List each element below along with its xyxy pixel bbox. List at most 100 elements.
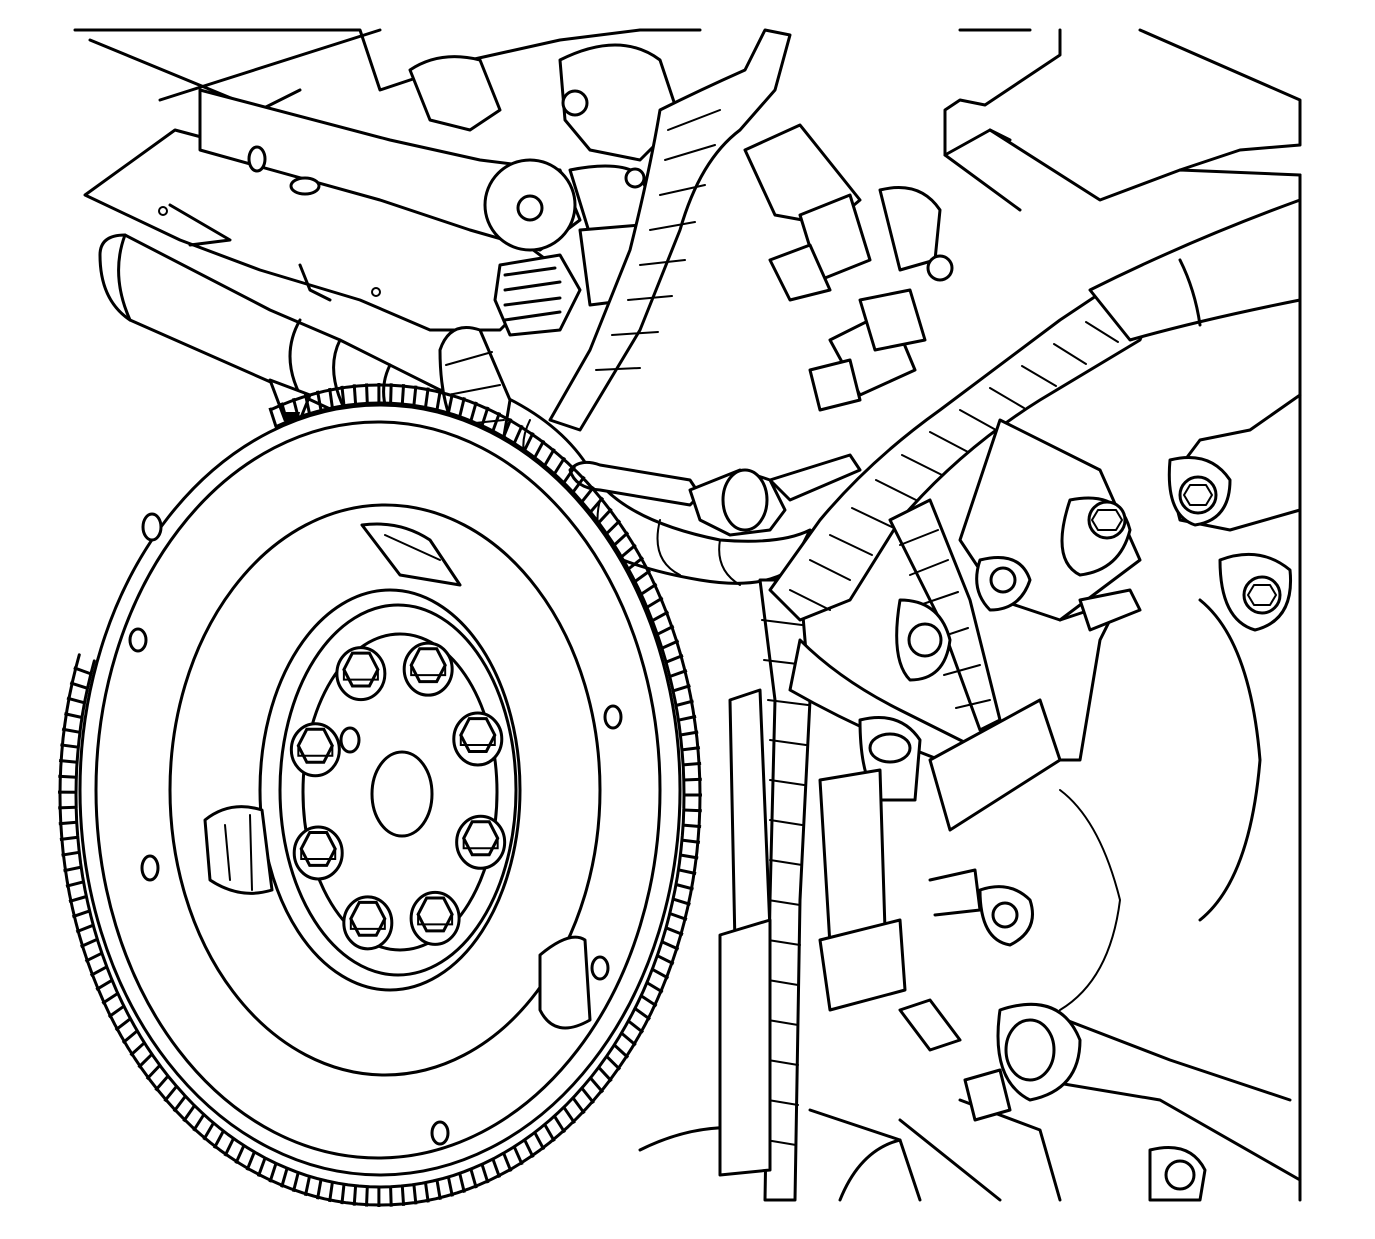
ring-gear-tooth <box>562 465 576 484</box>
ring-gear-tooth <box>59 835 78 841</box>
ring-gear-tooth <box>66 696 85 705</box>
ring-gear-tooth <box>65 880 84 888</box>
ring-gear-tooth <box>502 418 513 438</box>
ring-gear-tooth <box>84 951 103 963</box>
ring-gear-tooth <box>605 1055 622 1071</box>
ring-gear-tooth <box>75 923 94 934</box>
ring-gear-tooth <box>523 1139 535 1159</box>
ring-gear-tooth <box>681 838 701 844</box>
ring-gear-tooth <box>58 774 77 779</box>
ring-gear-tooth <box>620 543 637 559</box>
ring-gear-tooth <box>245 1151 256 1171</box>
ring-gear-tooth <box>400 384 406 405</box>
ring-gear-tooth <box>646 981 664 994</box>
ring-gear-tooth <box>145 1064 161 1081</box>
ring-gear-tooth <box>678 714 697 722</box>
ring-gear-tooth <box>69 681 88 690</box>
ring-gear-tooth <box>680 730 699 737</box>
ring-gear-tooth <box>73 666 92 676</box>
ring-gear-tooth <box>256 1157 267 1178</box>
flywheel-bolt <box>409 890 461 946</box>
ring-gear-tooth <box>562 1106 576 1125</box>
ring-gear-tooth <box>446 393 454 414</box>
ring-gear <box>57 383 702 1207</box>
ring-gear-tooth <box>682 761 702 767</box>
ring-gear-tooth <box>435 390 442 411</box>
ring-gear-tooth <box>58 759 78 764</box>
flywheel-bolt <box>342 895 394 951</box>
ring-gear-tooth <box>646 596 664 609</box>
ring-gear-tooth <box>627 1019 645 1034</box>
flywheel <box>78 403 682 1177</box>
ring-gear-tooth <box>597 1066 613 1083</box>
ring-gear-tooth <box>665 654 684 664</box>
ring-gear-tooth <box>79 937 98 949</box>
ring-gear-tooth <box>352 384 358 405</box>
ring-gear-tooth <box>589 1076 605 1094</box>
ring-gear-tooth <box>675 883 694 891</box>
ring-gear-tooth <box>68 895 87 904</box>
ring-gear-tooth <box>280 1167 289 1188</box>
ring-gear-tooth <box>480 406 490 427</box>
flywheel-bolt <box>402 641 454 697</box>
ring-gear-tooth <box>656 954 675 966</box>
ring-gear-tooth <box>389 383 393 404</box>
ring-gear-tooth <box>412 385 418 406</box>
ring-gear-tooth <box>95 978 113 991</box>
ring-gear-tooth <box>620 1031 637 1047</box>
ring-gear-tooth <box>89 965 108 977</box>
ring-gear-tooth <box>71 909 91 919</box>
ring-gear-tooth <box>435 1179 442 1200</box>
ring-gear-tooth <box>458 1172 466 1193</box>
ring-gear-tooth <box>192 1113 206 1132</box>
ring-gear-tooth <box>480 1163 490 1184</box>
ring-gear-tooth <box>303 1175 311 1197</box>
ring-gear-tooth <box>412 1184 418 1205</box>
ring-gear-tooth <box>223 1137 235 1157</box>
ring-gear-tooth <box>234 1144 246 1165</box>
ring-gear-tooth <box>678 868 697 876</box>
ring-gear-tooth <box>400 1185 406 1206</box>
ring-gear-tooth <box>512 1146 524 1166</box>
ring-gear-tooth <box>352 1185 358 1206</box>
ring-gear-tooth <box>672 897 691 906</box>
ring-gear-tooth <box>202 1122 215 1141</box>
ring-gear-tooth <box>640 994 658 1008</box>
ring-gear-tooth <box>672 684 691 693</box>
ring-gear-tooth <box>533 1131 546 1151</box>
ring-gear-tooth <box>328 1181 334 1203</box>
wiring-harness <box>438 28 1302 1202</box>
ring-gear-tooth <box>512 424 524 444</box>
ring-gear-tooth <box>280 402 289 423</box>
ring-gear-tooth <box>491 411 502 432</box>
ring-gear-tooth <box>681 746 701 752</box>
ring-gear-teeth <box>57 383 702 1207</box>
ring-gear-tooth <box>543 1123 556 1143</box>
ring-gear-tooth <box>446 1176 454 1197</box>
ring-gear-tooth <box>101 992 119 1005</box>
ring-gear-tooth <box>502 1152 513 1172</box>
ring-gear-tooth <box>172 1095 187 1113</box>
intake-manifold <box>83 43 682 337</box>
ring-gear-tooth <box>424 387 430 408</box>
ring-gear-tooth <box>316 390 323 411</box>
ring-gear-tooth <box>589 496 605 514</box>
ring-gear-tooth <box>268 1162 278 1183</box>
ring-gear-tooth <box>580 1087 595 1105</box>
ring-gear-tooth <box>107 1004 125 1019</box>
ring-gear-tooth <box>182 1104 196 1123</box>
ring-gear-tooth <box>61 850 80 857</box>
ring-gear-tooth <box>553 456 566 475</box>
ring-gear-tooth <box>597 507 613 524</box>
ring-gear-tooth <box>533 439 546 459</box>
ring-gear-tooth <box>661 940 680 951</box>
ring-gear-tooth <box>64 712 83 719</box>
flywheel-bolt <box>289 722 341 778</box>
ring-gear-tooth <box>553 1115 566 1134</box>
ring-gear-tooth <box>571 1097 586 1115</box>
ring-gear-tooth <box>634 1007 651 1021</box>
ring-gear-tooth <box>543 447 556 467</box>
ring-gear-tooth <box>340 1184 346 1205</box>
